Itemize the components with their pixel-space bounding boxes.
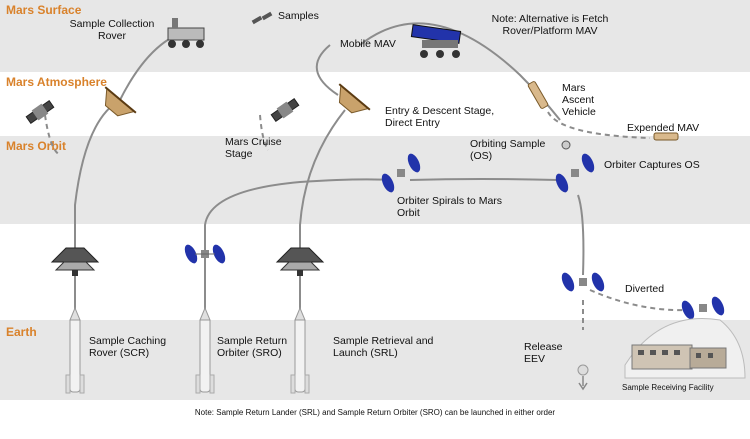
band-space — [0, 224, 750, 320]
entry-capsule-scr — [50, 247, 100, 276]
aeroshell-scr — [104, 86, 137, 117]
entry-capsule-srl — [275, 247, 325, 276]
band-label-atmosphere: Mars Atmosphere — [6, 75, 107, 89]
band-label-earth: Earth — [6, 325, 37, 339]
label-entry-descent: Entry & Descent Stage, Direct Entry — [385, 105, 495, 129]
sro-path — [204, 178, 391, 318]
label-sample-collection-rover: Sample Collection Rover — [69, 18, 155, 42]
cruise-dashed-1 — [44, 114, 61, 156]
label-expended-mav: Expended MAV — [627, 122, 700, 134]
label-srl: Sample Retrieval and Launch (SRL) — [333, 335, 434, 359]
label-mars-ascent-vehicle: Mars Ascent Vehicle — [562, 82, 596, 118]
band-label-surface: Mars Surface — [6, 3, 82, 17]
cruise-stage-1 — [25, 99, 55, 125]
label-fetch-note: Note: Alternative is Fetch Rover/Platfor… — [491, 13, 609, 37]
label-mars-cruise-stage: Mars Cruise Stage — [225, 136, 282, 160]
os-capture-path — [409, 178, 559, 181]
aeroshell-srl — [338, 83, 371, 114]
dashed-paths — [44, 111, 691, 330]
orbiter-sro-launch — [184, 244, 226, 264]
mav-dashed — [547, 111, 651, 139]
footnote: Note: Sample Return Lander (SRL) and Sam… — [194, 408, 556, 417]
srl-to-surface-path — [315, 44, 339, 96]
orbiter-spirals — [381, 153, 421, 193]
eev-capsule — [577, 364, 589, 391]
return-path — [577, 194, 585, 276]
mobile-mav-rover — [410, 24, 462, 58]
orbiter-return — [561, 272, 605, 292]
label-diverted: Diverted — [625, 283, 665, 295]
rocket-sro — [195, 306, 215, 394]
band-earth — [0, 320, 750, 400]
mav-rocket — [527, 81, 549, 109]
diverted-dashed — [589, 289, 691, 312]
label-mobile-mav: Mobile MAV — [340, 38, 396, 50]
label-orbiter-captures: Orbiter Captures OS — [604, 159, 700, 171]
cruise-stage-2 — [270, 97, 300, 123]
orbiter-capture — [555, 153, 595, 193]
label-scr: Sample Caching Rover (SCR) — [89, 335, 167, 359]
label-orbiter-spirals: Orbiter Spirals to Mars Orbit — [397, 195, 503, 219]
expended-mav — [653, 132, 679, 141]
samples-canisters — [251, 11, 273, 25]
label-samples: Samples — [278, 10, 319, 22]
label-release-eev: Release EEV — [524, 341, 563, 365]
cruise-dashed-2 — [259, 114, 269, 151]
rocket-srl — [290, 306, 310, 394]
orbiting-sample-dot — [561, 140, 571, 150]
orbiter-diverted — [681, 296, 725, 320]
label-facility: Sample Receiving Facility — [622, 383, 714, 392]
label-orbiting-sample: Orbiting Sample (OS) — [470, 138, 546, 162]
label-sro: Sample Return Orbiter (SRO) — [217, 335, 288, 359]
srl-path — [299, 109, 346, 312]
trajectory-paths — [74, 22, 585, 318]
rocket-scr — [65, 306, 85, 394]
sample-receiving-facility — [624, 318, 746, 379]
band-footnote — [0, 400, 750, 439]
sample-collection-rover — [167, 18, 205, 48]
